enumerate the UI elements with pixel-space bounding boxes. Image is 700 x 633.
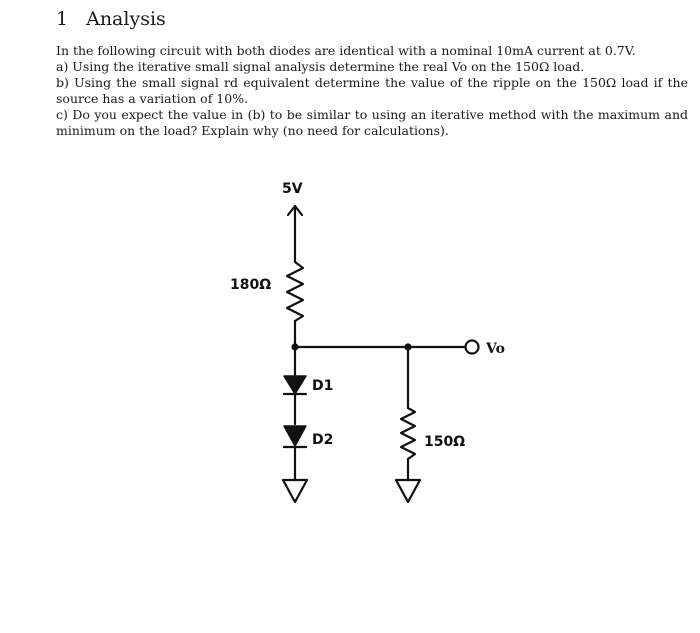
output-label: Vo xyxy=(485,341,505,357)
problem-statement: In the following circuit with both diode… xyxy=(56,43,688,139)
r1-label: 180Ω xyxy=(230,277,271,293)
d1-label: D1 xyxy=(312,378,333,394)
junction-dot-left xyxy=(291,343,299,351)
ground-icon-right xyxy=(394,478,422,504)
d2-diode-icon xyxy=(283,425,307,447)
section-title-text: Analysis xyxy=(86,8,166,30)
section-title: 1 Analysis xyxy=(56,8,166,30)
problem-intro: In the following circuit with both diode… xyxy=(56,43,636,58)
d1-diode-icon xyxy=(283,375,307,395)
load-label: 150Ω xyxy=(424,434,465,450)
resistor-150-zigzag xyxy=(399,406,417,461)
source-label: 5V xyxy=(282,181,303,197)
problem-part-a: a) Using the iterative small signal anal… xyxy=(56,59,585,74)
d2-label: D2 xyxy=(312,432,333,448)
problem-part-b: b) Using the small signal rd equivalent … xyxy=(56,75,688,106)
ground-icon-left xyxy=(281,478,309,504)
output-terminal xyxy=(464,339,480,355)
section-number: 1 xyxy=(56,8,69,30)
problem-part-c: c) Do you expect the value in (b) to be … xyxy=(56,107,688,138)
junction-dot-right xyxy=(404,343,412,351)
resistor-180-zigzag xyxy=(285,260,305,323)
